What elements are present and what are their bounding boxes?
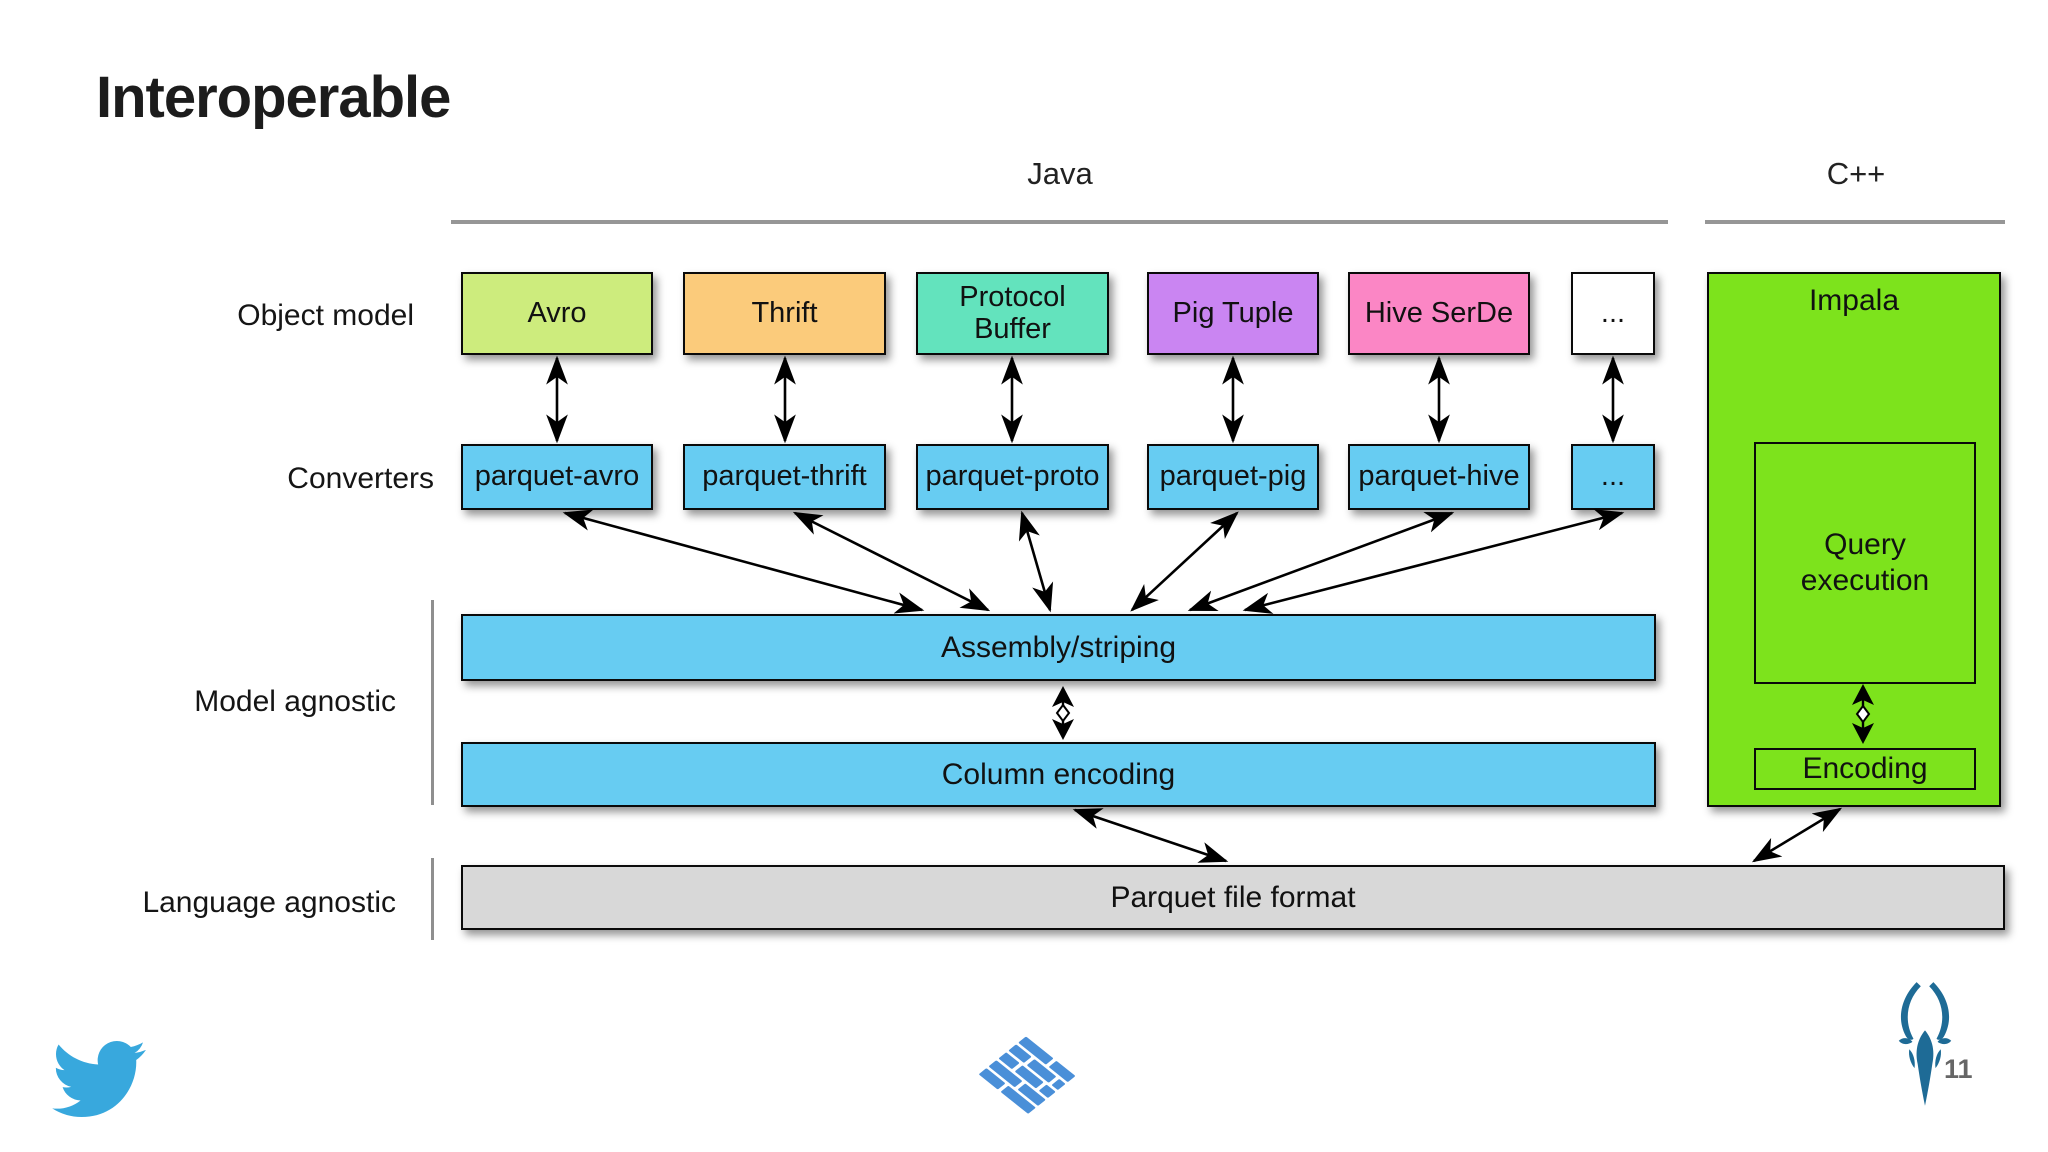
- converter-to-assembly-arrows: [562, 509, 1625, 614]
- impala-antelope-icon: [1898, 982, 1952, 1106]
- column-encoding-bar: Column encoding: [461, 742, 1656, 807]
- cpp-section-label: C++: [1826, 156, 1886, 191]
- cpp-section-underline: [1705, 220, 2005, 224]
- box-parquet-pig: parquet-pig: [1147, 444, 1319, 510]
- model-agnostic-bracket: [431, 600, 434, 805]
- box-parquet-hive: parquet-hive: [1348, 444, 1530, 510]
- row-label-model-agnostic: Model agnostic: [194, 685, 396, 718]
- java-section-label: Java: [1027, 156, 1093, 191]
- box-hive-serde: Hive SerDe: [1348, 272, 1530, 355]
- row-label-converters: Converters: [287, 462, 434, 495]
- assembly-column-double-arrow: [1052, 686, 1074, 740]
- language-agnostic-bracket: [431, 858, 434, 940]
- impala-title: Impala: [1808, 284, 1900, 317]
- parquet-floor-icon: [979, 1036, 1075, 1114]
- parquet-file-format-bar: Parquet file format: [461, 865, 2005, 930]
- row-label-object-model: Object model: [237, 299, 414, 332]
- assembly-striping-bar: Assembly/striping: [461, 614, 1656, 681]
- box-object-model-more: ...: [1571, 272, 1655, 355]
- box-pig-tuple: Pig Tuple: [1147, 272, 1319, 355]
- java-section-underline: [451, 220, 1668, 224]
- box-parquet-proto: parquet-proto: [916, 444, 1109, 510]
- box-parquet-thrift: parquet-thrift: [683, 444, 886, 510]
- impala-box: Impala Query execution Encoding: [1707, 272, 2001, 807]
- encoding-box: Encoding: [1754, 748, 1976, 790]
- row-label-language-agnostic: Language agnostic: [142, 886, 396, 919]
- box-thrift: Thrift: [683, 272, 886, 355]
- box-avro: Avro: [461, 272, 653, 355]
- box-parquet-avro: parquet-avro: [461, 444, 653, 510]
- slide-title: Interoperable: [96, 65, 451, 130]
- layer-link-arrows: [1072, 807, 1843, 863]
- object-to-converter-arrows: [546, 355, 1624, 444]
- box-converter-more: ...: [1571, 444, 1655, 510]
- twitter-bird-icon: [52, 1040, 146, 1118]
- box-protocol-buffer: Protocol Buffer: [916, 272, 1109, 355]
- page-number: 11: [1944, 1054, 1973, 1084]
- query-execution-box: Query execution: [1754, 442, 1976, 684]
